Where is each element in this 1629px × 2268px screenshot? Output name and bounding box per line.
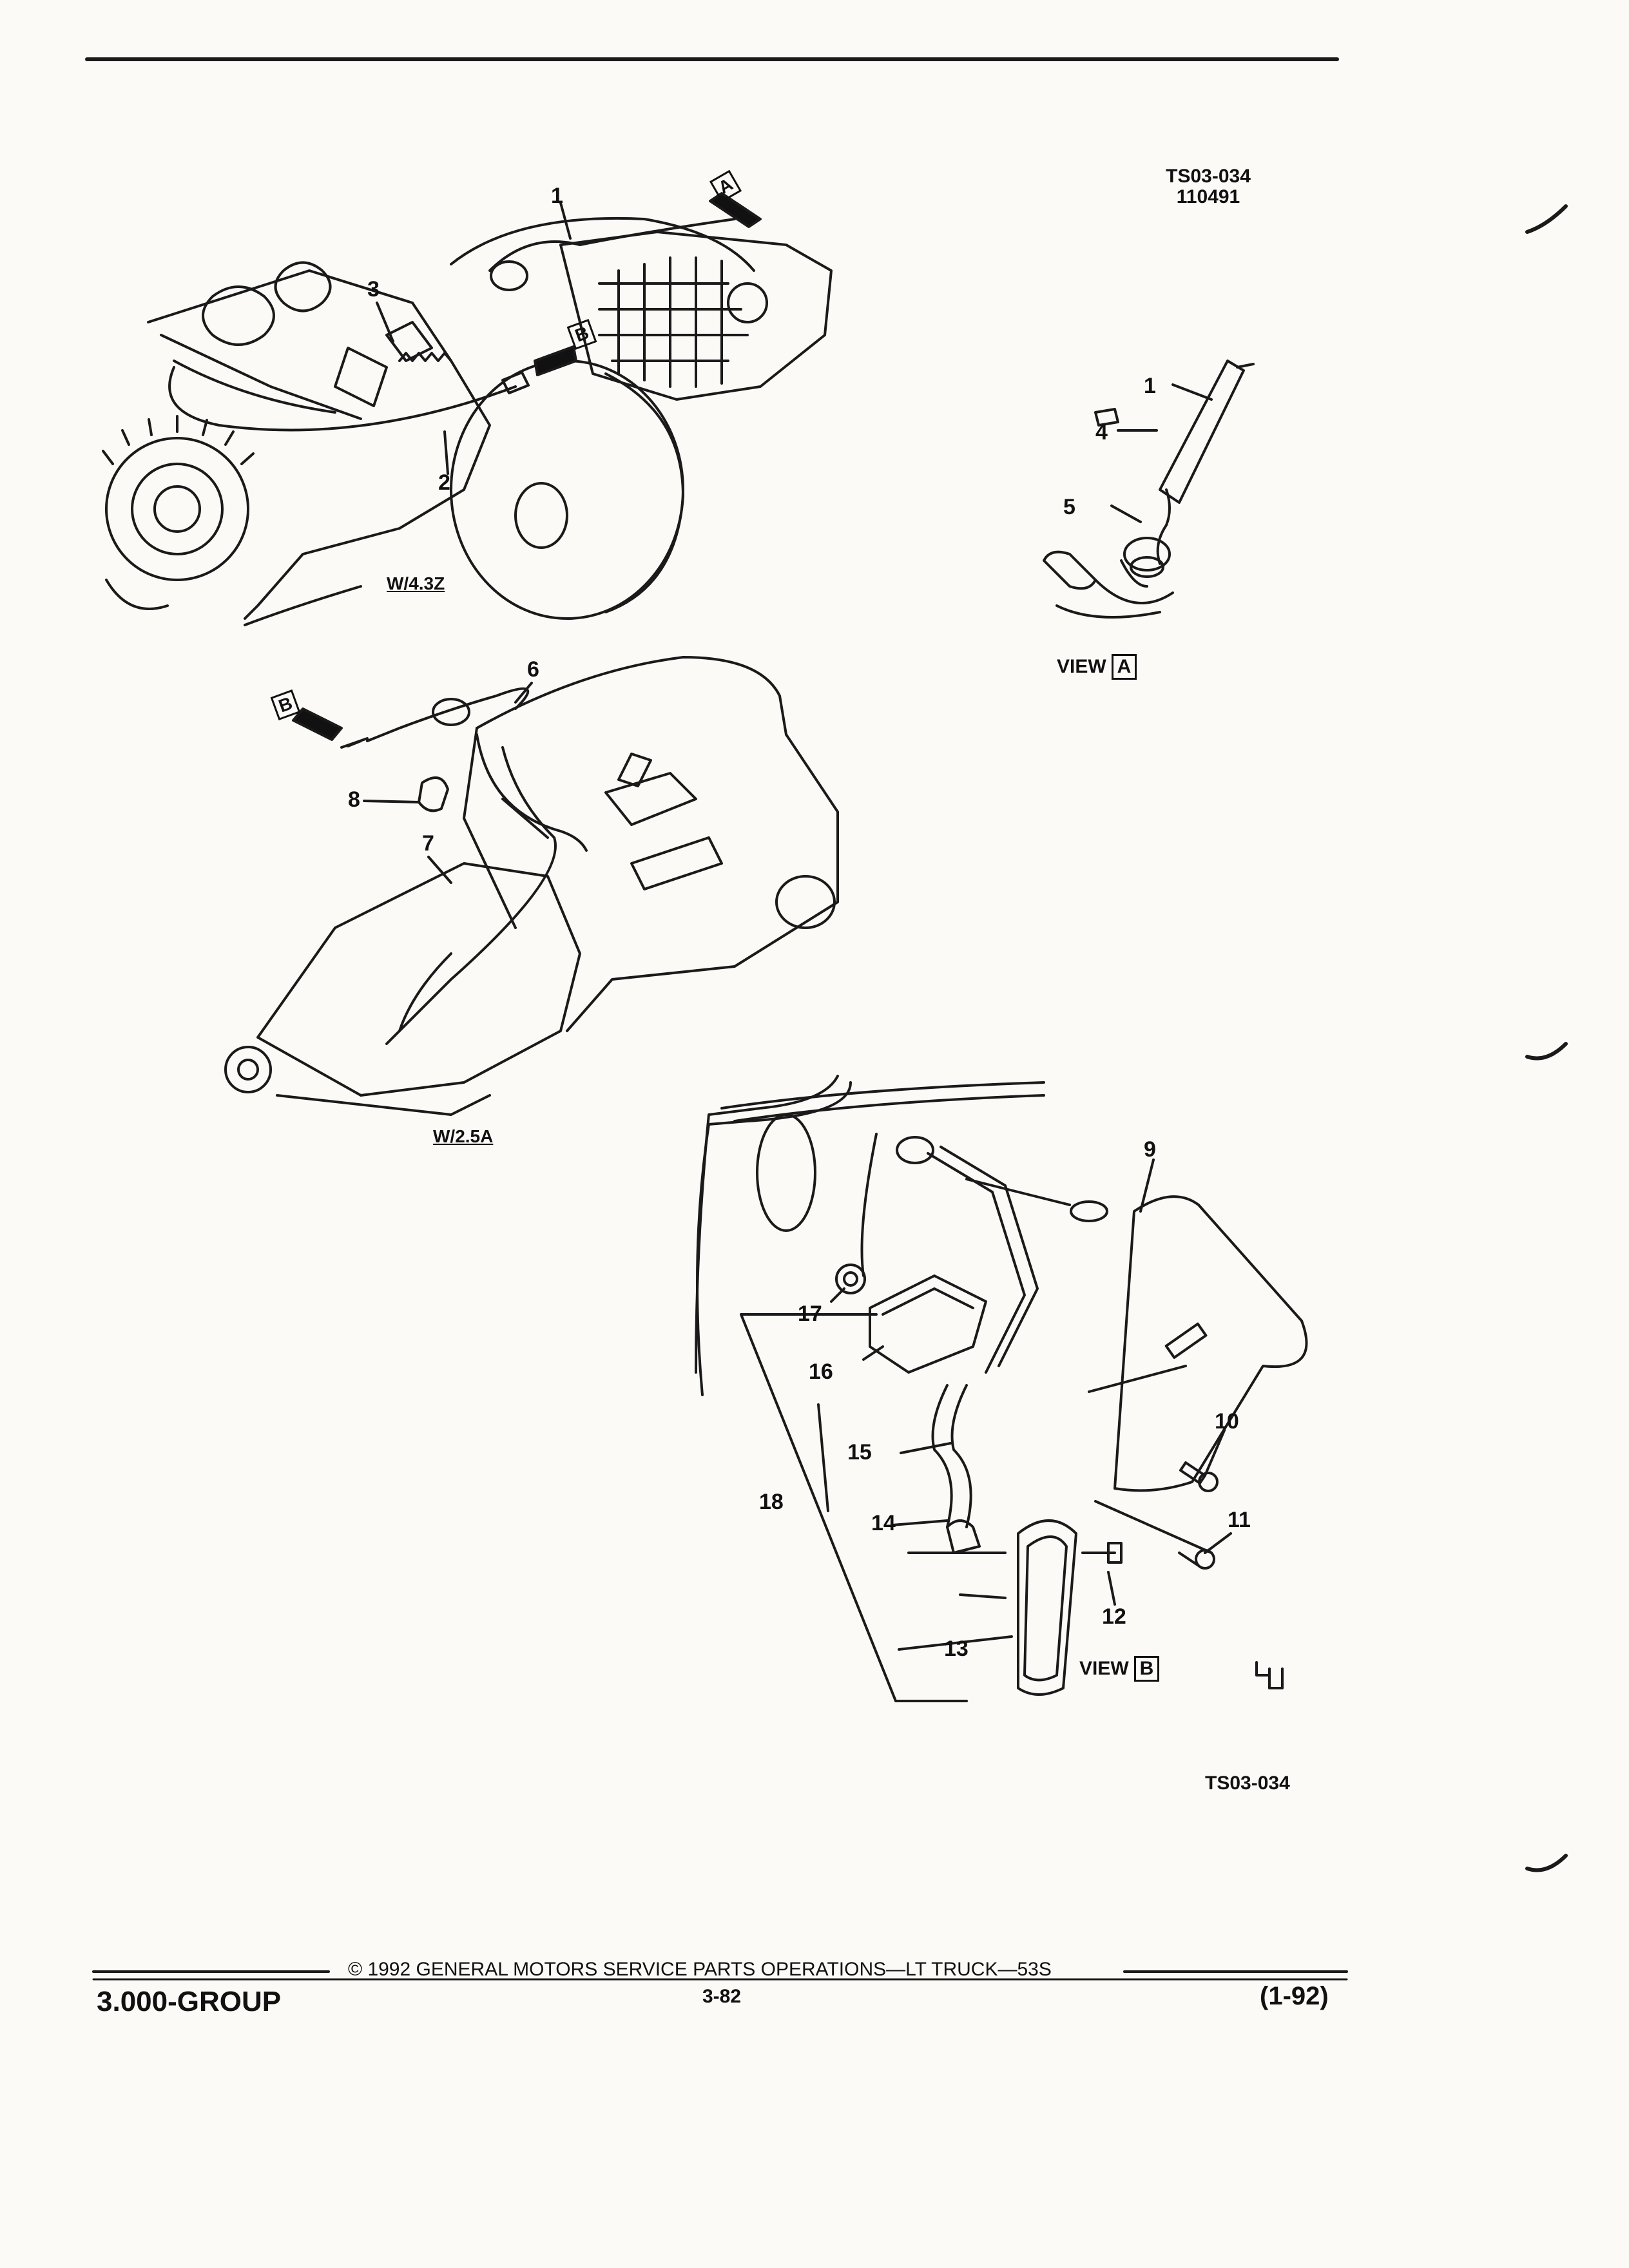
figure-date: 110491 [1176,186,1240,207]
callout-1-top: 1 [551,184,563,208]
page-number: 3-82 [702,1986,742,2007]
view-b-letter: B [1133,1656,1160,1682]
view-b-word: VIEW [1079,1658,1129,1679]
callout-10: 10 [1215,1409,1239,1434]
view-a-letter: A [1111,654,1137,680]
callout-4: 4 [1095,420,1108,445]
copyright-line: © 1992 GENERAL MOTORS SERVICE PARTS OPER… [348,1959,1052,1980]
transmission-cable-diagram [224,656,839,1116]
view-a-word: VIEW [1057,656,1106,677]
variant-label-top: W/4.3Z [387,573,445,593]
callout-9: 9 [1144,1137,1156,1162]
callout-6: 6 [527,657,539,682]
figure-code-header: TS03-034 [1166,166,1251,187]
view-a-callout-1: 1 [1144,374,1156,398]
engine-throttle-cable-diagram [102,192,833,626]
callout-7: 7 [422,831,434,856]
figure-code-footer: TS03-034 [1205,1773,1290,1794]
callout-2: 2 [438,470,450,495]
callout-8: 8 [348,787,360,812]
callout-13: 13 [944,1637,969,1661]
callout-14: 14 [871,1511,896,1535]
callout-17: 17 [798,1302,822,1326]
callout-12: 12 [1102,1604,1126,1629]
callout-11: 11 [1228,1508,1251,1532]
view-a-detail [1043,360,1255,619]
variant-label-mid: W/2.5A [433,1126,494,1146]
callout-15: 15 [847,1440,872,1465]
revision-date: (1-92) [1260,1982,1329,2010]
callout-5: 5 [1063,495,1075,519]
group-number: 3.000-GROUP [97,1986,282,2017]
view-b-detail [695,1075,1308,1702]
callout-16: 16 [809,1360,833,1384]
callout-18: 18 [759,1490,784,1514]
callout-3: 3 [367,277,380,302]
